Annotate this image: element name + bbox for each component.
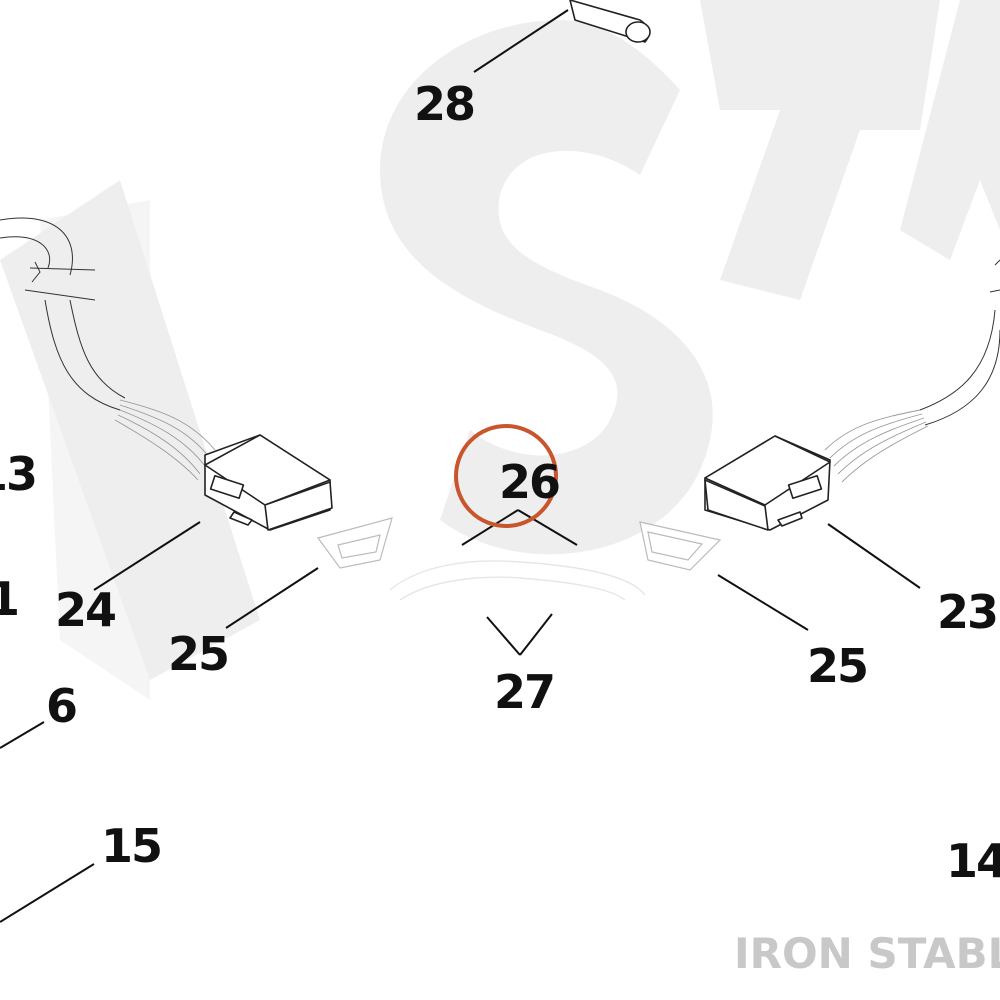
callout-25-left: 25 (168, 627, 228, 681)
callout-27: 27 (494, 665, 554, 719)
callout-6: 6 (46, 679, 76, 733)
part-28-cylinder (473, 0, 651, 73)
part-26-27-ghost (389, 509, 646, 656)
brand-watermark: IRON STABLE (734, 929, 1000, 978)
background-watermark (0, 0, 1000, 700)
callout-15: 15 (101, 819, 161, 873)
highlight-circle (454, 424, 558, 528)
callout-23: 23 (937, 585, 997, 639)
callout-25-right: 25 (807, 639, 867, 693)
part-25-left-cover (225, 517, 393, 629)
callout-26: 26 (499, 455, 559, 509)
callout-14: 14 (946, 834, 1000, 888)
edge-leaders (0, 721, 95, 923)
callout-24: 24 (55, 583, 115, 637)
callout-1: 1 (0, 572, 18, 626)
part-25-right-cover (639, 521, 809, 631)
part-24-left-harness (0, 217, 333, 591)
part-23-right-harness (704, 259, 1000, 589)
callouts: 28 26 27 24 25 23 25 13 1 6 15 14 (0, 77, 1000, 888)
callout-28: 28 (414, 77, 474, 131)
callout-13: 13 (0, 447, 36, 501)
